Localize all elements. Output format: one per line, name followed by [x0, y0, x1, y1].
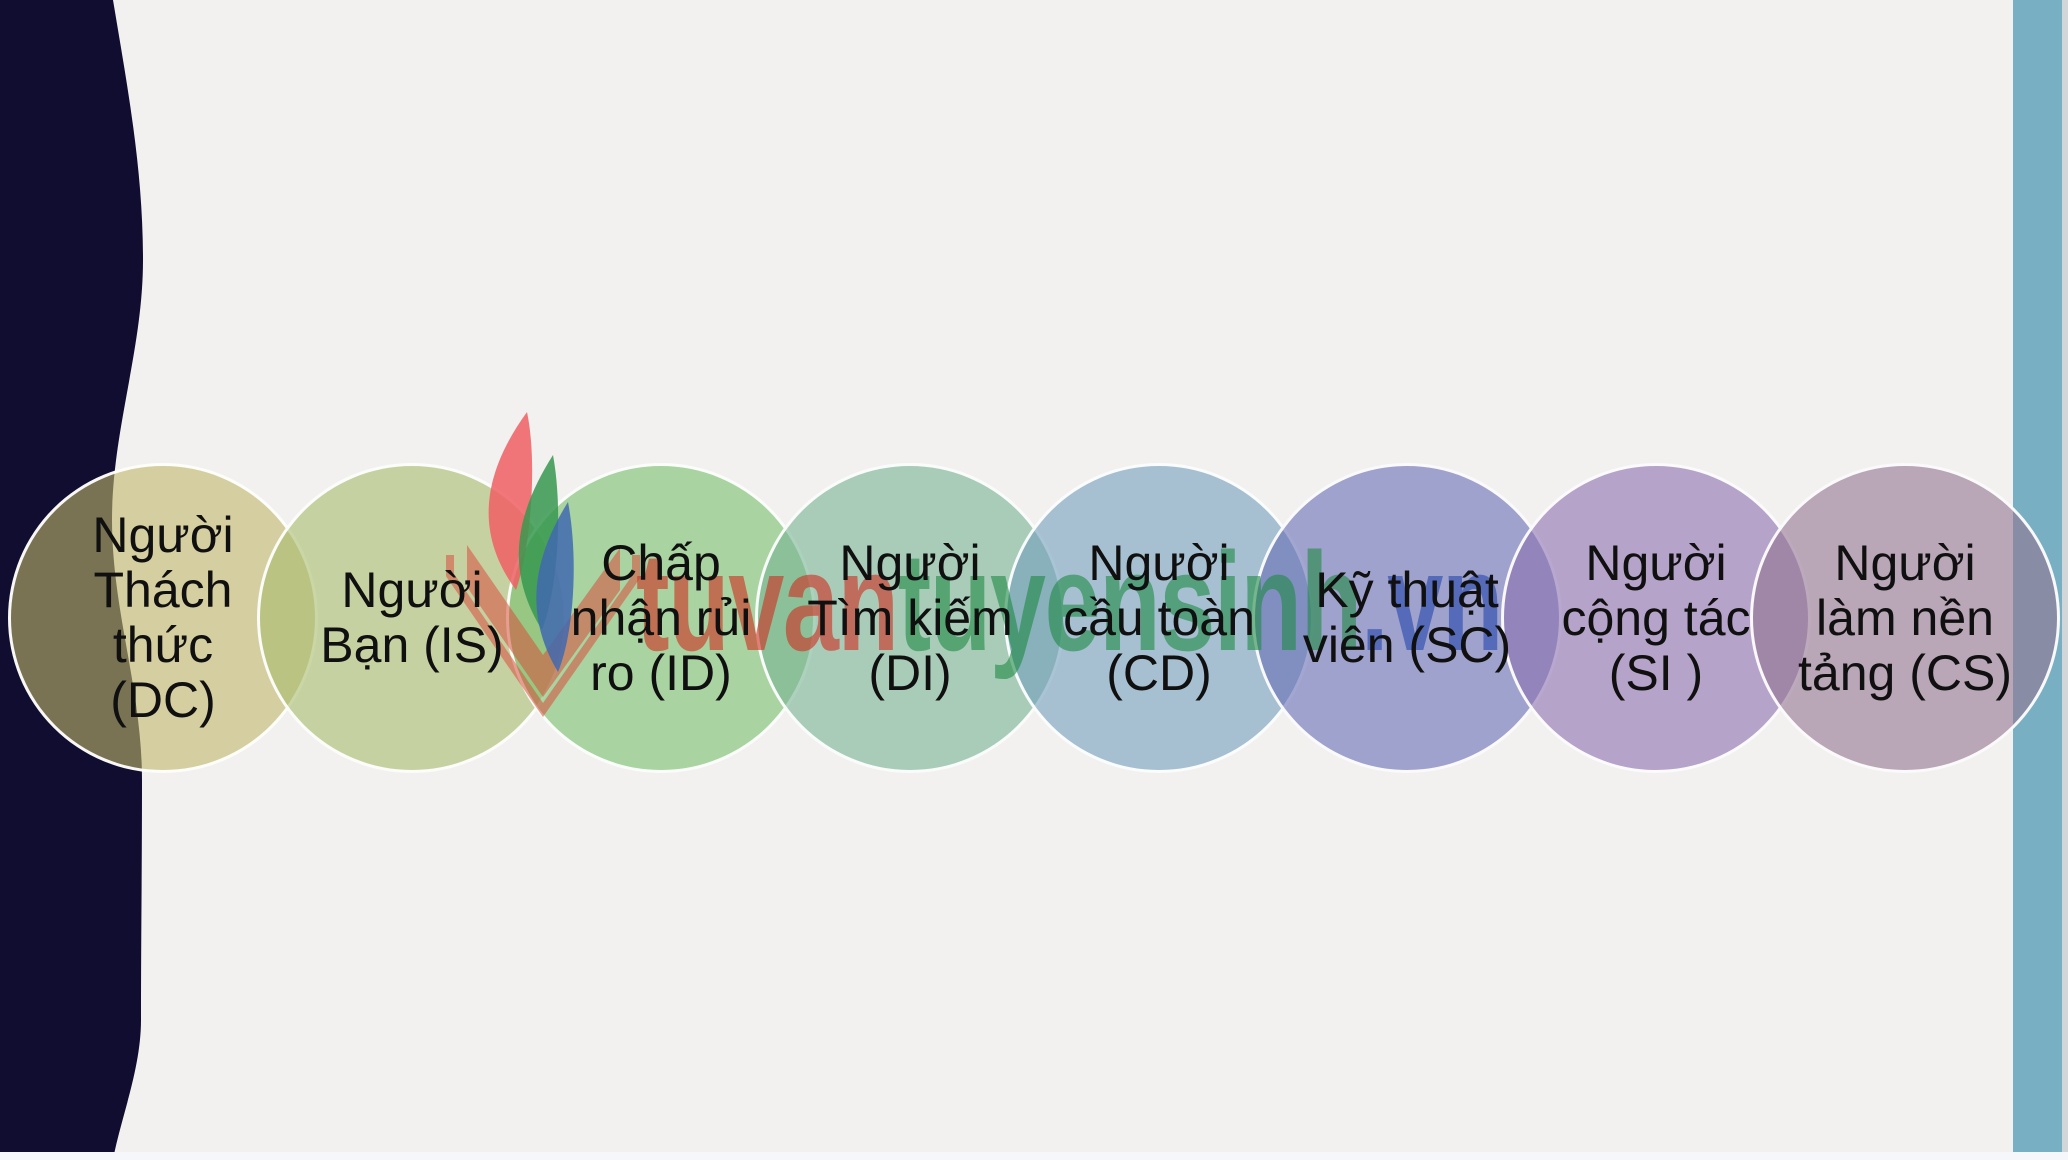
watermark-text: tuvantuyensinh.vn	[636, 532, 1503, 672]
circle-cs	[1750, 463, 2060, 773]
flame-blue-icon	[536, 502, 574, 672]
circle-label-sc: Kỹ thuật viên (SC)	[1302, 562, 1512, 673]
watermark-logo-icon	[446, 412, 640, 718]
circle-label-is: Người Bạn (IS)	[320, 562, 504, 673]
circle-label-di: Người Tìm kiếm (DI)	[807, 534, 1013, 701]
circle-label-id: Chấp nhận rủi ro (ID)	[570, 534, 752, 701]
circle-label-cd: Người cầu toàn (CD)	[1063, 534, 1255, 701]
circle-label-dc: Người Thách thức (DC)	[92, 507, 234, 728]
book-outline-icon	[446, 555, 640, 718]
bottom-edge-strip	[0, 1152, 2068, 1160]
circle-label-cs: Người làm nền tảng (CS)	[1798, 534, 2012, 701]
watermark-text-tuyensinh: tuyensinh	[897, 523, 1363, 680]
book-icon	[467, 545, 620, 697]
right-edge-sliver	[2062, 0, 2068, 1160]
watermark-text-tuvan: tuvan	[636, 523, 899, 680]
circle-label-si: Người cộng tác (SI )	[1561, 534, 1751, 701]
watermark-text-vn: .vn	[1360, 523, 1504, 680]
